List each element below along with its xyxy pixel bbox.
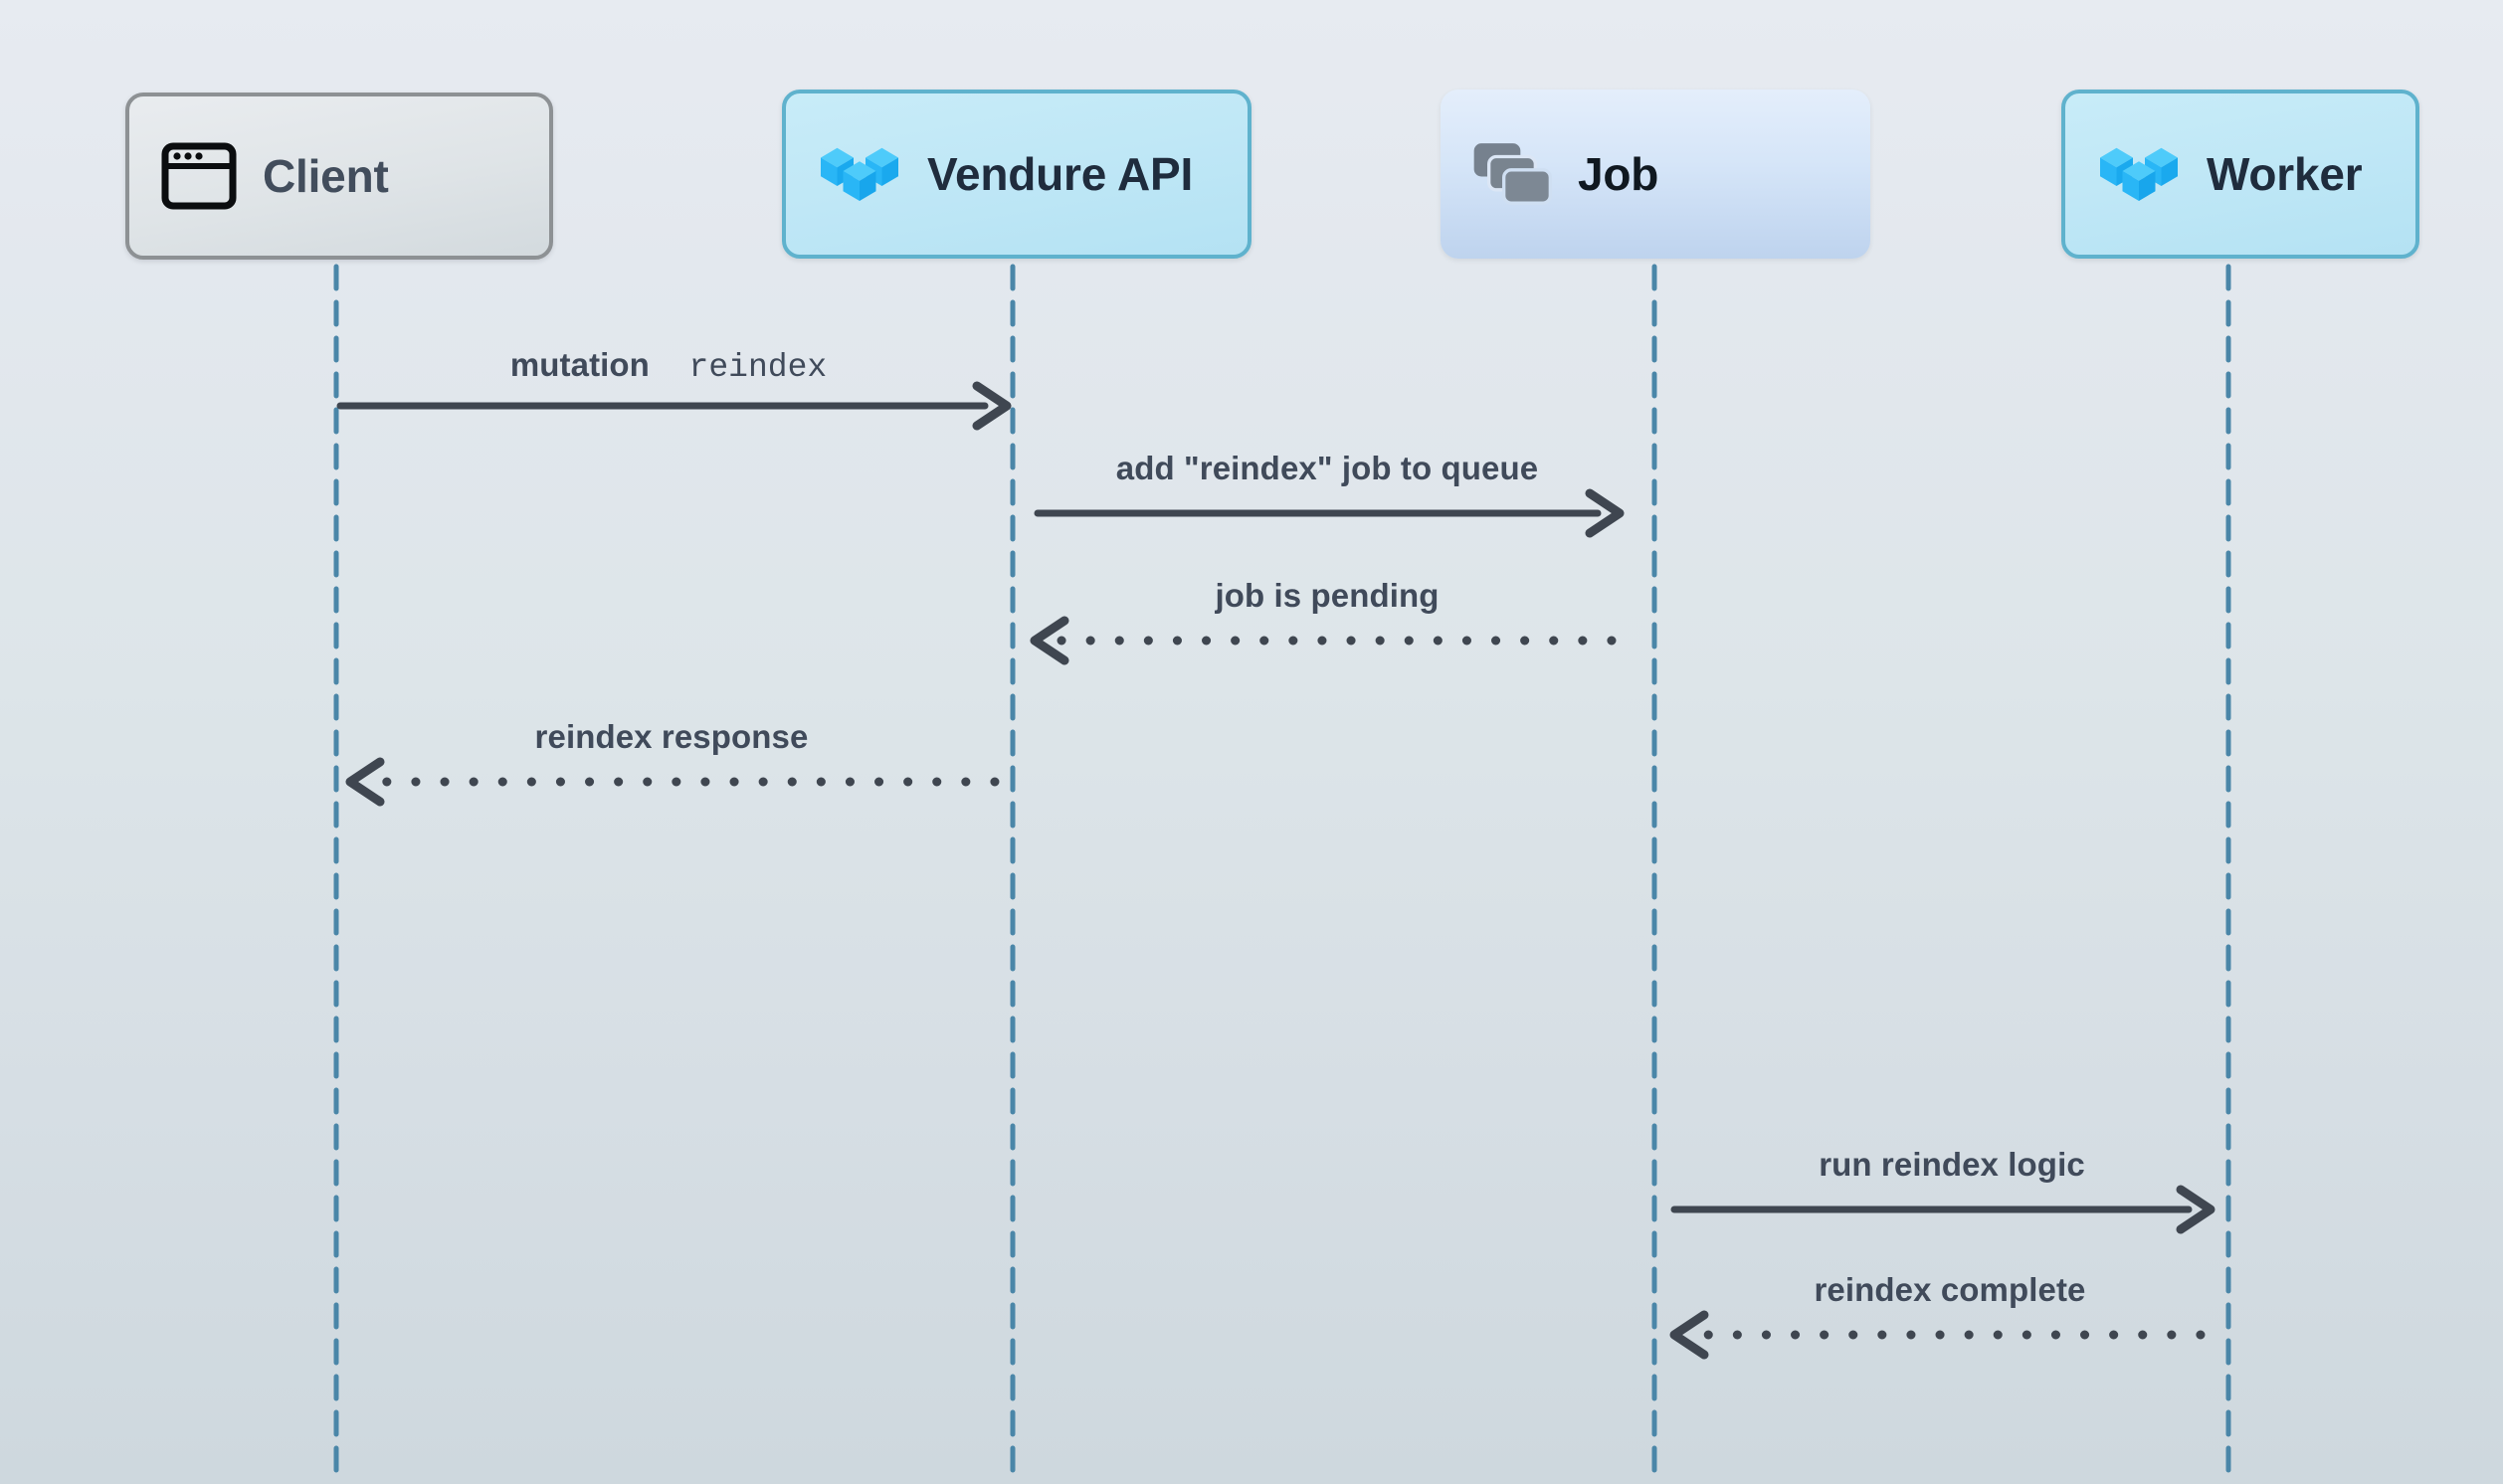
label-text-span: run reindex logic (1819, 1146, 2085, 1183)
message-label-m3: job is pending (1215, 577, 1439, 615)
message-label-m4: reindex response (535, 718, 809, 756)
label-text-span: job is pending (1215, 577, 1440, 614)
message-arrow-m2 (1034, 488, 1625, 538)
label-text-span: add "reindex" job to queue (1115, 450, 1539, 486)
browser-window-icon (161, 142, 237, 210)
participant-worker[interactable]: Worker (2061, 90, 2419, 259)
message-label-m1: mutation reindex (510, 346, 827, 386)
lifelines-group (333, 264, 2231, 1484)
message-label-m5: run reindex logic (1819, 1146, 2085, 1184)
participant-job[interactable]: Job (1441, 90, 1870, 259)
message-arrows-group (336, 381, 2215, 1360)
message-arrow-m5 (1670, 1185, 2215, 1234)
message-arrow-m1 (336, 381, 1012, 431)
arrow-head (345, 757, 385, 807)
participant-label-client: Client (263, 150, 389, 202)
label-code-span: reindex (649, 349, 828, 386)
participant-label-job: Job (1578, 148, 1659, 200)
participant-vendure-api[interactable]: Vendure API (782, 90, 1252, 259)
vendure-logo-icon (2097, 138, 2181, 210)
arrow-head (1585, 488, 1625, 538)
message-label-m6: reindex complete (1814, 1271, 2085, 1309)
participant-label-vendure-api: Vendure API (927, 148, 1194, 200)
participant-client[interactable]: Client (125, 93, 553, 260)
message-arrow-m4 (345, 757, 1000, 807)
arrow-head (1030, 616, 1069, 665)
message-label-m2: add "reindex" job to queue (1116, 450, 1538, 487)
participant-label-worker: Worker (2207, 148, 2363, 200)
job-stack-icon (1472, 138, 1552, 210)
message-arrow-m6 (1669, 1310, 2206, 1360)
arrow-head (972, 381, 1012, 431)
vendure-logo-icon (818, 138, 901, 210)
label-text-span: mutation (509, 346, 650, 383)
label-text-span: reindex response (534, 718, 809, 755)
label-text-span: reindex complete (1814, 1271, 2086, 1308)
arrow-head (2176, 1185, 2215, 1234)
arrow-head (1669, 1310, 1709, 1360)
message-arrow-m3 (1030, 616, 1617, 665)
